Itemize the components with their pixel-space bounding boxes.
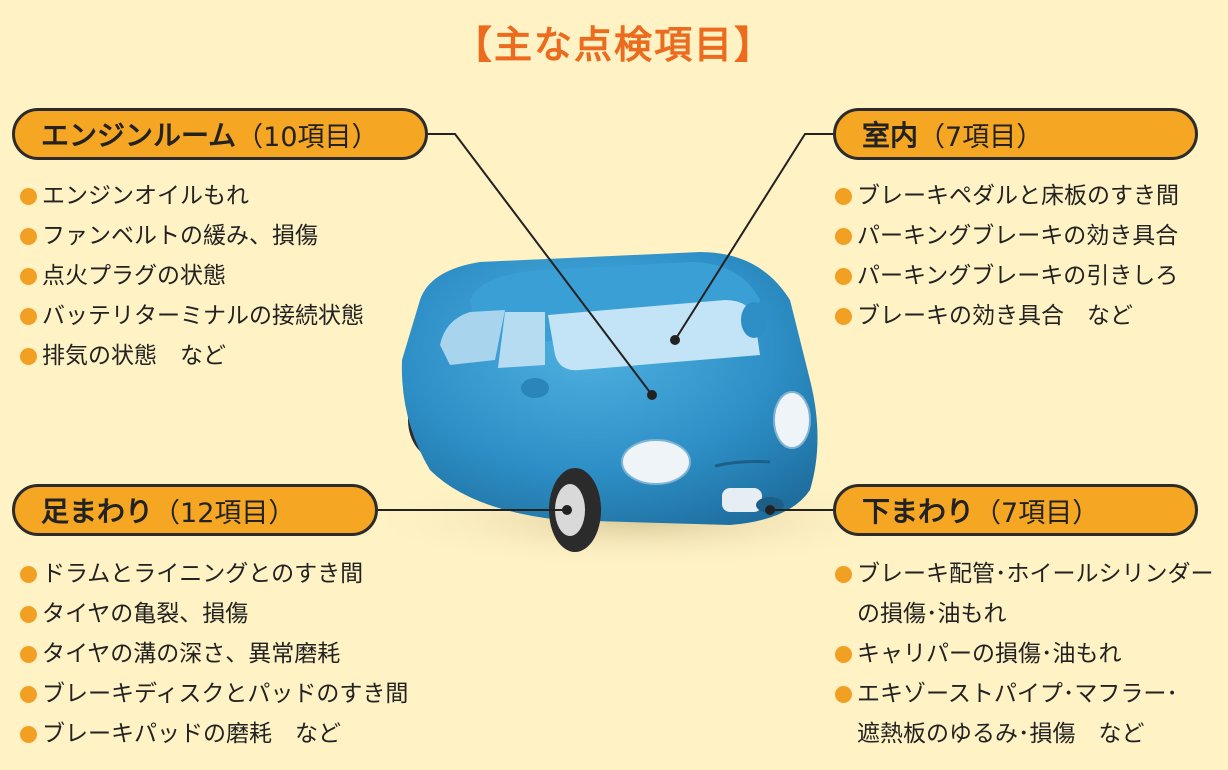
bullet-icon bbox=[20, 187, 37, 205]
left-headlight bbox=[621, 439, 691, 485]
list-item: 排気の状態 など bbox=[20, 336, 364, 376]
list-item: ブレーキの効き具合 など bbox=[835, 296, 1179, 336]
bullet-icon bbox=[20, 565, 37, 583]
list-item: タイヤの溝の深さ、異常磨耗 bbox=[20, 634, 408, 674]
underbody-label: 下まわり（7項目） bbox=[833, 484, 1198, 536]
list-item: エンジンオイルもれ bbox=[20, 176, 364, 216]
list-item: ファンベルトの緩み、損傷 bbox=[20, 216, 364, 256]
list-item: タイヤの亀裂、損傷 bbox=[20, 594, 408, 634]
bullet-icon bbox=[20, 347, 37, 365]
underbody-name: 下まわり bbox=[862, 495, 975, 528]
side-mirror bbox=[741, 302, 767, 338]
bullet-icon bbox=[835, 267, 852, 285]
list-item: 点火プラグの状態 bbox=[20, 256, 364, 296]
engine-room-list: エンジンオイルもれ ファンベルトの緩み、損傷 点火プラグの状態 バッテリターミナ… bbox=[20, 176, 364, 376]
bullet-icon bbox=[20, 227, 37, 245]
suspension-leader-dot bbox=[562, 505, 572, 515]
engine-room-count: （10項目） bbox=[236, 121, 379, 153]
engine-leader-line bbox=[428, 133, 653, 396]
bullet-icon bbox=[835, 645, 852, 663]
list-item: ブレーキディスクとパッドのすき間 bbox=[20, 674, 408, 714]
engine-leader-dot bbox=[647, 390, 657, 400]
bullet-icon bbox=[20, 725, 37, 743]
bullet-icon bbox=[835, 187, 852, 205]
list-item: パーキングブレーキの引きしろ bbox=[835, 256, 1179, 296]
bullet-icon bbox=[20, 267, 37, 285]
page-title: 【主な点検項目】 bbox=[453, 23, 774, 67]
list-item: バッテリターミナルの接続状態 bbox=[20, 296, 364, 336]
list-item: エキゾーストパイプ･マフラー･ bbox=[835, 674, 1214, 714]
bullet-icon bbox=[835, 227, 852, 245]
interior-leader-line bbox=[674, 133, 833, 341]
list-item: ブレーキパッドの磨耗 など bbox=[20, 714, 408, 754]
windshield bbox=[548, 300, 760, 371]
list-item: ブレーキペダルと床板のすき間 bbox=[835, 176, 1179, 216]
left-mirror bbox=[521, 378, 549, 398]
interior-leader-dot bbox=[670, 335, 680, 345]
bullet-icon bbox=[835, 685, 852, 703]
engine-room-name: エンジンルーム bbox=[41, 119, 237, 152]
list-item: キャリパーの損傷･油もれ bbox=[835, 634, 1214, 674]
suspension-label: 足まわり（12項目） bbox=[12, 484, 378, 536]
underbody-leader-dot bbox=[765, 505, 775, 515]
grille bbox=[714, 460, 771, 468]
list-item-continuation: 遮熱板のゆるみ･損傷 など bbox=[857, 721, 1145, 747]
suspension-count: （12項目） bbox=[153, 497, 296, 529]
list-item-continuation: の損傷･油もれ bbox=[857, 601, 1007, 627]
interior-count: （7項目） bbox=[918, 121, 1044, 153]
suspension-name: 足まわり bbox=[41, 495, 154, 528]
engine-room-label: エンジンルーム（10項目） bbox=[12, 108, 428, 160]
interior-list: ブレーキペダルと床板のすき間 パーキングブレーキの効き具合 パーキングブレーキの… bbox=[835, 176, 1179, 336]
number-plate bbox=[722, 488, 762, 512]
rear-side-window bbox=[440, 310, 505, 365]
underbody-list: ブレーキ配管･ホイールシリンダー の損傷･油もれ キャリパーの損傷･油もれ エキ… bbox=[835, 554, 1214, 754]
interior-name: 室内 bbox=[862, 119, 919, 152]
right-headlight bbox=[773, 391, 811, 449]
bullet-icon bbox=[20, 685, 37, 703]
bullet-icon bbox=[20, 605, 37, 623]
bullet-icon bbox=[835, 307, 852, 325]
interior-label: 室内（7項目） bbox=[833, 108, 1198, 160]
bullet-icon bbox=[20, 307, 37, 325]
bullet-icon bbox=[835, 565, 852, 583]
suspension-list: ドラムとライニングとのすき間 タイヤの亀裂、損傷 タイヤの溝の深さ、異常磨耗 ブ… bbox=[20, 554, 408, 754]
underbody-count: （7項目） bbox=[974, 497, 1100, 529]
list-item: ドラムとライニングとのすき間 bbox=[20, 554, 408, 594]
front-side-window bbox=[498, 312, 545, 368]
list-item: ブレーキ配管･ホイールシリンダー bbox=[835, 554, 1214, 594]
bullet-icon bbox=[20, 645, 37, 663]
list-item: パーキングブレーキの効き具合 bbox=[835, 216, 1179, 256]
